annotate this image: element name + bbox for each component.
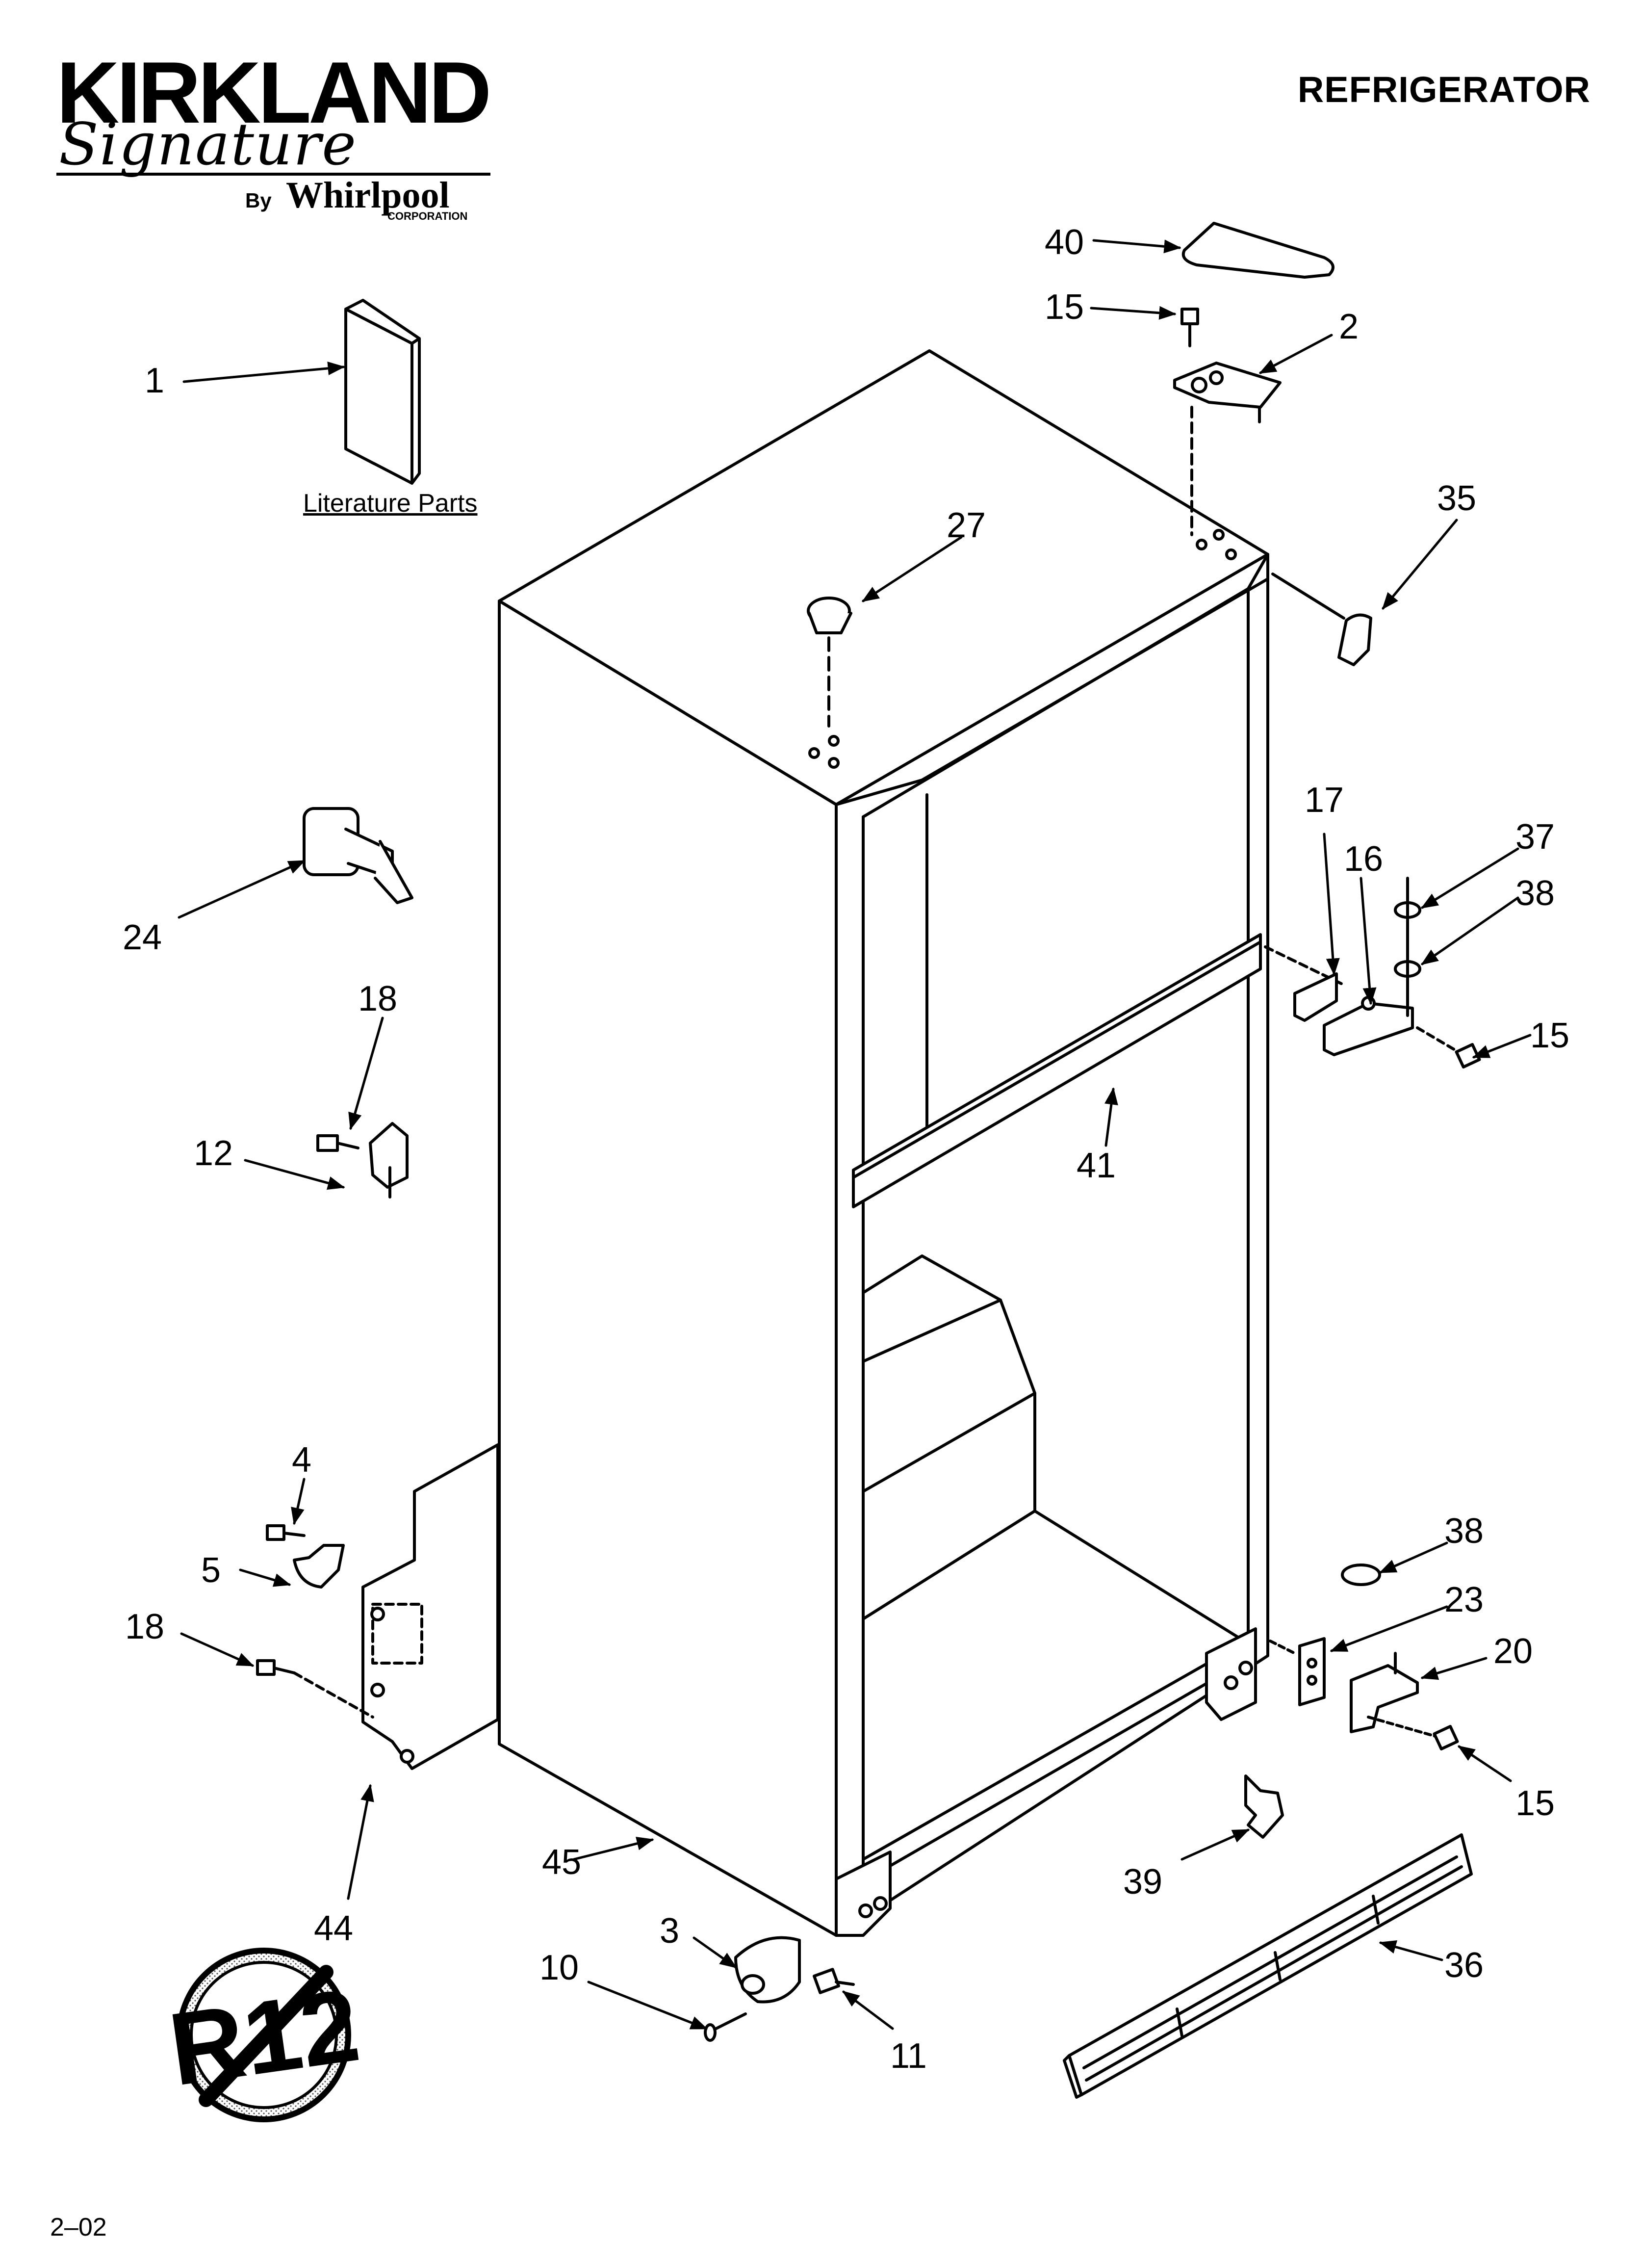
leveling-leg-drawing	[303, 807, 413, 904]
revision-code: 2–02	[50, 2213, 107, 2242]
part-label: 18	[358, 979, 397, 1018]
fresh-food-liner-fold	[862, 1299, 1002, 1363]
clip-drawing	[316, 1122, 409, 1199]
bottom-left-foot-hole-2	[873, 1896, 888, 1911]
brand-name: KIRKLAND	[56, 44, 491, 141]
part-label: 2	[1339, 307, 1359, 346]
cabinet-top-front	[921, 577, 1269, 782]
clamp-drawing	[266, 1524, 345, 1589]
part-label: 38	[1515, 874, 1555, 913]
part-label: 45	[542, 1843, 581, 1882]
brand-rule	[56, 173, 490, 176]
divider-trim-drawing	[852, 933, 1262, 1208]
hinge-cover-drawing	[1181, 222, 1334, 279]
part-label: 38	[1444, 1512, 1484, 1551]
part-label: 12	[194, 1134, 233, 1173]
center-hinge-drawing	[1264, 877, 1481, 1069]
bottom-front-bracket-hole	[1224, 1675, 1238, 1690]
grille-clip-drawing	[1244, 1774, 1284, 1839]
top-hole-d	[1196, 539, 1207, 550]
bottom-front-bracket	[1205, 1627, 1257, 1721]
fresh-food-floor	[862, 1510, 1250, 1645]
part-label: 36	[1444, 1946, 1484, 1985]
part-label: 24	[123, 918, 162, 957]
top-hole-a	[808, 747, 820, 759]
part-label: 44	[314, 1909, 353, 1948]
bottom-front-bracket-hole-2	[1238, 1661, 1253, 1675]
lower-screw-drawing	[256, 1659, 374, 1719]
part-label: 41	[1077, 1146, 1116, 1185]
bottom-left-foot-hole	[858, 1903, 873, 1918]
leader-arrows	[178, 239, 1532, 2030]
literature-parts-drawing	[344, 299, 421, 485]
top-hole-e	[1213, 529, 1225, 541]
part-label: 15	[1045, 287, 1084, 327]
part-label: 15	[1515, 1784, 1555, 1823]
part-label: 10	[539, 1948, 579, 1987]
cabinet-top-right	[1247, 553, 1269, 590]
top-hole-c	[828, 757, 840, 769]
cabinet-left-side	[498, 600, 838, 1937]
brand-script: Signature	[59, 110, 358, 178]
cabinet-drawing	[498, 349, 1269, 1937]
cabinet-top-edge-inner	[835, 779, 924, 806]
part-label: 1	[145, 361, 164, 400]
part-label: 17	[1305, 781, 1344, 820]
no-r12-symbol: R12	[163, 1948, 366, 2122]
roller-drawing	[704, 1936, 855, 2042]
back-cover-drawing	[361, 1443, 499, 1770]
part-label: 20	[1493, 1632, 1533, 1671]
part-label: 5	[201, 1551, 221, 1590]
top-hole-f	[1225, 548, 1237, 560]
part-label: 3	[660, 1911, 679, 1951]
maker-sub: CORPORATION	[387, 210, 468, 222]
hinge-trim-drawing	[1271, 573, 1372, 666]
part-label: 18	[125, 1607, 164, 1646]
part-label: 40	[1045, 223, 1084, 262]
part-label: 27	[947, 506, 986, 545]
part-label: 16	[1344, 839, 1383, 879]
page-title: REFRIGERATOR	[1297, 69, 1591, 110]
fresh-food-liner-fold-2	[862, 1392, 1036, 1493]
part-label: 39	[1123, 1862, 1162, 1902]
part-label: 23	[1444, 1580, 1484, 1619]
part-label: 35	[1437, 479, 1476, 518]
part-label: 37	[1515, 817, 1555, 857]
part-labels: 1 40 15 2 27 35 17 16 37 38 15 24 18 12 …	[123, 223, 1569, 2076]
part-label: 15	[1530, 1016, 1569, 1055]
maker-name: Whirlpool	[286, 175, 450, 216]
plug-button-drawing	[807, 597, 852, 728]
part-label: 4	[292, 1440, 311, 1480]
bottom-left-foot	[835, 1851, 892, 1937]
top-hole-b	[828, 735, 840, 747]
part-label: 11	[890, 2036, 927, 2076]
brand-by: By	[245, 189, 272, 212]
toe-grille-drawing	[1063, 1833, 1473, 2099]
top-hinge-drawing	[1173, 308, 1282, 536]
bottom-hinge-drawing	[1269, 1564, 1459, 1751]
literature-caption: Literature Parts	[303, 489, 478, 518]
